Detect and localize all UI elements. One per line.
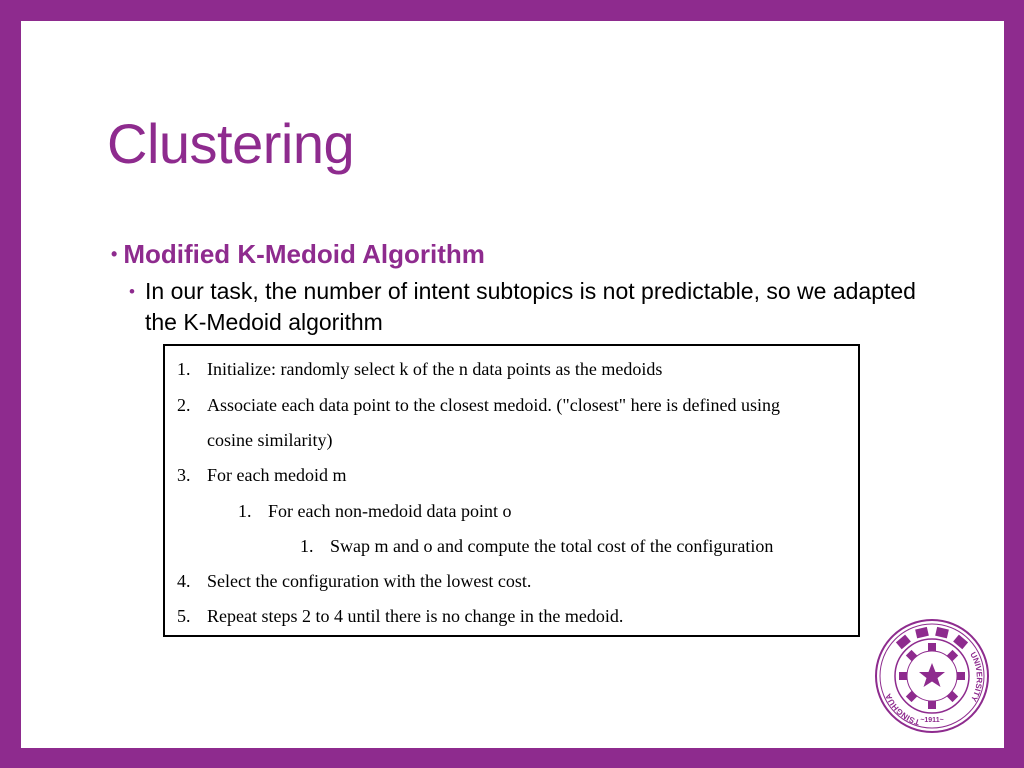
step-number: 4. [177,571,191,591]
algorithm-box: 1. Initialize: randomly select k of the … [163,344,860,637]
bullet-level-1-text: Modified K-Medoid Algorithm [123,239,485,269]
step-number: 1. [177,359,191,379]
step-text: Swap m and o and compute the total cost … [330,536,774,556]
logo-year: ~1911~ [920,717,943,724]
step-text: Associate each data point to the closest… [207,395,781,415]
step-text: Initialize: randomly select k of the n d… [207,359,663,379]
step-number: 2. [177,395,191,415]
slide-title: Clustering [107,112,355,175]
step-number: 1. [238,501,252,521]
bullet-dot: • [111,244,118,264]
bullet-level-2: • In our task, the number of intent subt… [129,276,929,338]
step-text: Select the configuration with the lowest… [207,571,532,591]
slide: Clustering •Modified K-Medoid Algorithm … [21,21,1004,748]
svg-text:UNIVERSITY: UNIVERSITY [968,651,984,704]
tsinghua-seal-logo: TSINGHUA UNIVERSITY ~1911~ [875,619,989,733]
bullet-level-1: •Modified K-Medoid Algorithm [111,239,485,270]
step-text: For each medoid m [207,465,347,485]
step-number: 3. [177,465,191,485]
bullet-dot: • [129,282,135,301]
bullet-level-2-text: In our task, the number of intent subtop… [145,278,916,335]
step-number: 1. [300,536,314,556]
step-text: cosine similarity) [207,430,333,450]
step-text: Repeat steps 2 to 4 until there is no ch… [207,606,624,626]
step-text: For each non-medoid data point o [268,501,512,521]
step-number: 5. [177,606,191,626]
